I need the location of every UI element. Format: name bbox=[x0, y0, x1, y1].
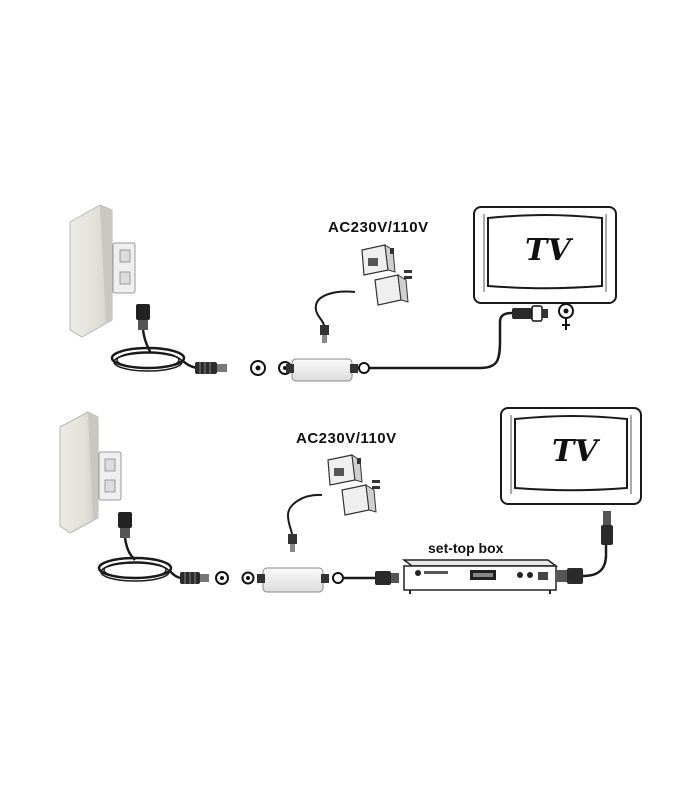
tv-label-1: TV bbox=[525, 233, 571, 268]
power-label-1: AC230V/110V bbox=[328, 219, 429, 236]
amplifier-2 bbox=[257, 567, 329, 593]
cable-coil-1 bbox=[110, 329, 201, 372]
antenna-2 bbox=[59, 411, 132, 538]
power-adapter-2 bbox=[327, 454, 380, 516]
antenna-1 bbox=[69, 204, 150, 338]
tv-plug-2 bbox=[557, 568, 583, 584]
cable-coil-2 bbox=[97, 537, 183, 582]
power-label-2: AC230V/110V bbox=[296, 430, 397, 447]
antenna-input-icon bbox=[558, 303, 574, 330]
tv-2 bbox=[500, 407, 642, 505]
f-plug-1 bbox=[195, 362, 227, 374]
amplifier-1 bbox=[286, 358, 358, 382]
tv-label-2: TV bbox=[552, 434, 598, 469]
power-adapter-1 bbox=[361, 244, 412, 306]
setup-2 bbox=[59, 407, 642, 594]
tv-1 bbox=[473, 206, 617, 304]
tv-plug-1 bbox=[512, 305, 548, 322]
setup-1 bbox=[69, 204, 617, 382]
set-top-box bbox=[401, 559, 559, 594]
stb-plug-in bbox=[375, 571, 399, 585]
set-top-box-label: set-top box bbox=[428, 540, 504, 556]
f-plug-2 bbox=[180, 572, 209, 584]
